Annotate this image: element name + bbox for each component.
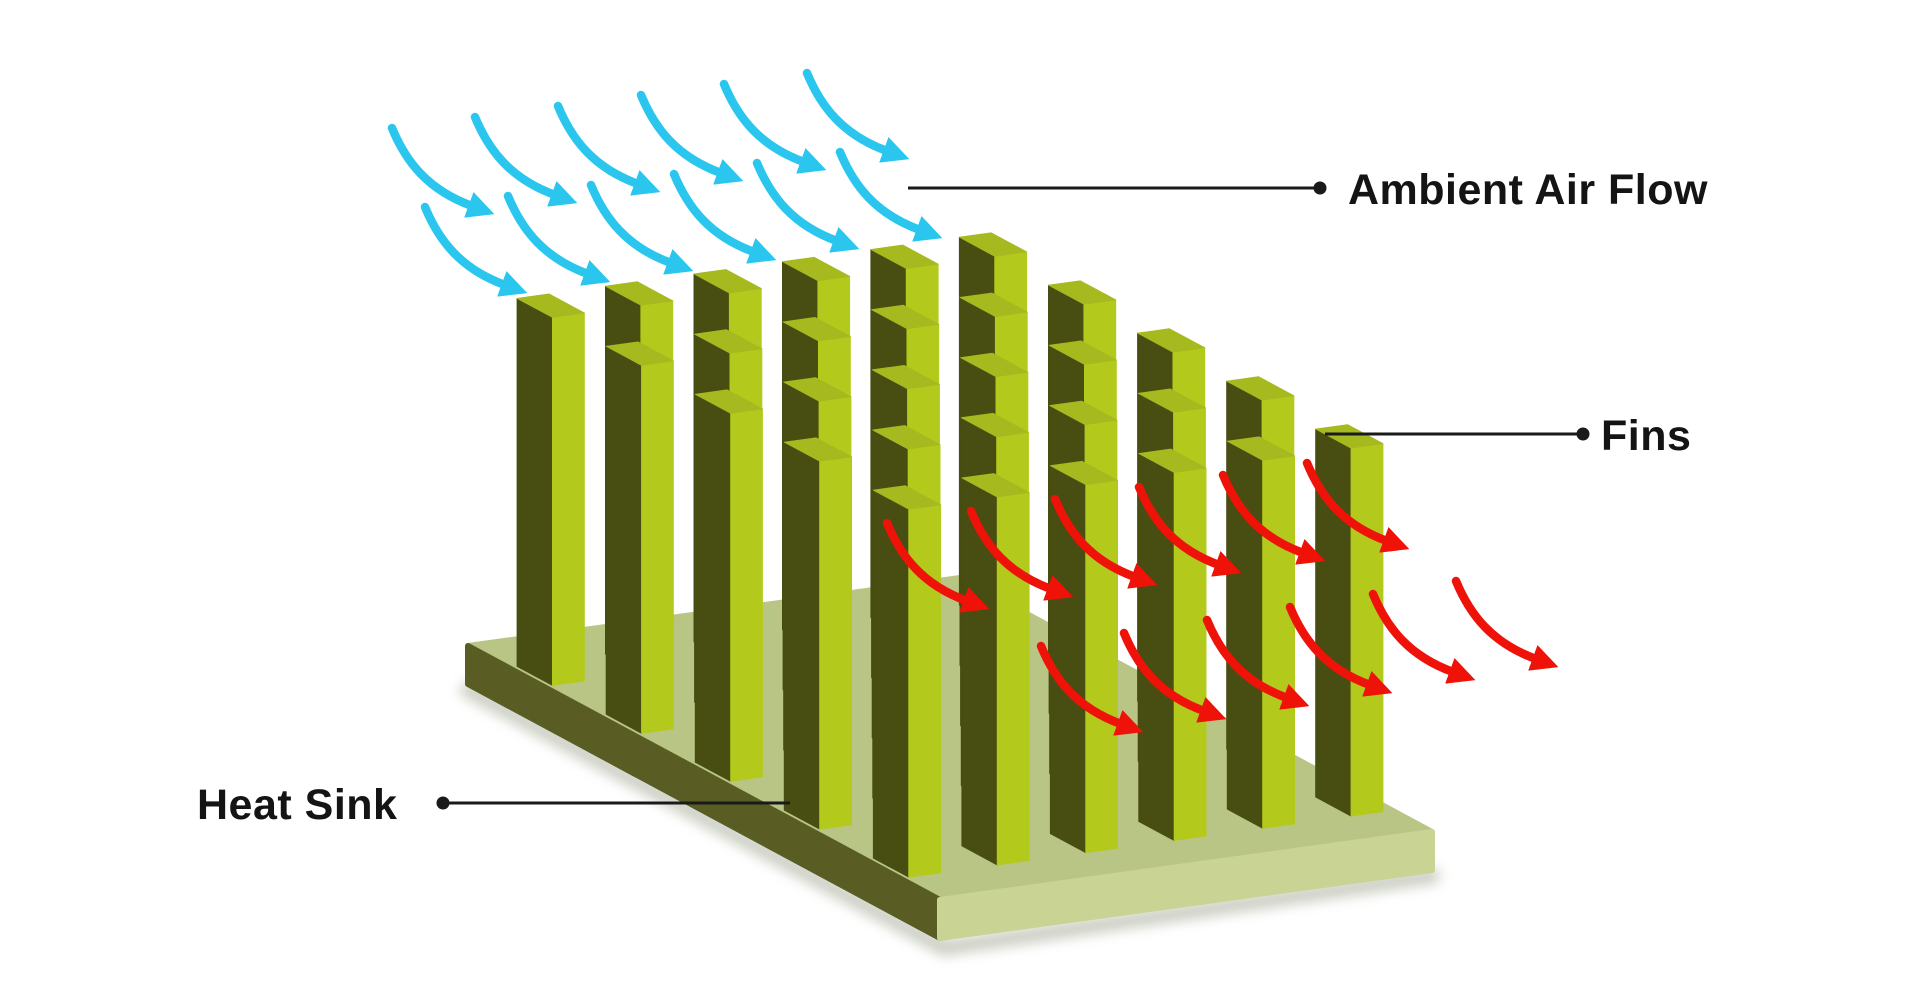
pin-top-face <box>872 485 942 510</box>
ambient-airflow-arrow <box>835 147 943 242</box>
pin-top-face <box>961 473 1030 498</box>
pin-top-face <box>1137 328 1206 353</box>
pin-left-face <box>783 441 820 830</box>
ambient-airflow-arrow <box>470 112 578 207</box>
pin-fin <box>1138 448 1207 841</box>
base-front-face <box>937 829 1435 941</box>
ambient-airflow-arrows <box>387 68 943 297</box>
pin-fin <box>1315 424 1384 817</box>
pin-top-face <box>605 341 674 366</box>
label-dot-ambient <box>1313 181 1327 195</box>
pin-fin <box>1226 436 1295 829</box>
label-dot-fins <box>1576 427 1590 441</box>
pin-right-face <box>1173 467 1207 841</box>
pin-fin <box>783 437 852 830</box>
pin-top-face <box>1048 280 1117 305</box>
pin-right-face <box>819 456 852 830</box>
pin-top-face <box>782 316 851 342</box>
pin-fin <box>694 389 763 782</box>
heated-airflow-arrow <box>966 506 1074 601</box>
pin-fin-array <box>516 232 1384 878</box>
pin-top-face <box>1049 400 1118 426</box>
pin-top-face <box>1226 376 1295 401</box>
pin-top-face <box>694 329 763 354</box>
pin-top-face <box>1049 460 1118 486</box>
pin-right-face <box>996 492 1030 866</box>
pin-top-face <box>960 352 1029 378</box>
pin-top-face <box>870 244 939 269</box>
pin-fin <box>961 473 1030 866</box>
pin-right-face <box>641 360 674 734</box>
pin-top-face <box>960 412 1029 438</box>
ambient-airflow-arrow <box>553 101 661 196</box>
heated-airflow-arrow <box>1036 641 1144 736</box>
ambient-airflow-arrow <box>752 158 860 253</box>
pin-fin <box>872 485 942 878</box>
pin-top-face <box>871 364 940 390</box>
heated-airflow-arrow <box>882 518 990 613</box>
label-leaders <box>436 181 1590 810</box>
pin-top-face <box>783 377 852 402</box>
ambient-airflow-arrow <box>802 68 910 163</box>
ambient-airflow-arrow <box>586 180 694 275</box>
heated-airflow-arrow <box>1119 628 1227 723</box>
pin-left-face <box>605 345 642 734</box>
pin-top-face <box>693 269 762 294</box>
heated-airflow-arrow <box>1451 576 1559 671</box>
ambient-airflow-arrow <box>719 79 827 174</box>
pin-top-face <box>516 293 585 318</box>
heated-airflow-arrow <box>1134 482 1242 577</box>
pin-top-face <box>958 232 1028 257</box>
pin-top-face <box>1137 388 1206 413</box>
pin-fin <box>516 293 585 686</box>
pin-top-face <box>871 304 940 330</box>
label-heat-sink: Heat Sink <box>197 781 398 829</box>
heated-airflow-arrow <box>1218 470 1326 565</box>
ambient-airflow-arrow <box>420 202 528 297</box>
leader-ambient <box>908 181 1327 195</box>
pin-fin <box>1049 460 1118 854</box>
pin-left-face <box>516 297 553 686</box>
pin-top-face <box>1315 424 1384 449</box>
pin-top-face <box>1226 436 1295 461</box>
pin-top-face <box>605 281 674 306</box>
pin-left-face <box>694 393 731 782</box>
leader-fins <box>1325 427 1590 441</box>
pin-right-face <box>730 408 763 782</box>
leader-heat_sink <box>436 796 790 810</box>
heated-airflow-arrow <box>1285 602 1393 697</box>
pin-right-face <box>1085 479 1118 854</box>
heated-airflow-arrows <box>882 458 1559 736</box>
pin-top-face <box>1048 340 1117 365</box>
ambient-airflow-arrow <box>387 123 495 218</box>
ambient-airflow-arrow <box>503 191 611 286</box>
pin-right-face <box>552 312 585 686</box>
label-ambient-air-flow: Ambient Air Flow <box>1348 166 1708 214</box>
label-fins: Fins <box>1601 412 1692 460</box>
pin-top-face <box>694 389 763 414</box>
heated-airflow-arrow <box>1050 494 1158 589</box>
pin-top-face <box>959 292 1028 317</box>
heat-sink-shadow <box>460 682 1440 957</box>
pin-top-face <box>872 425 941 450</box>
pin-right-face <box>1350 443 1384 817</box>
ambient-airflow-arrow <box>636 90 744 185</box>
pin-fin <box>605 341 674 734</box>
heated-airflow-arrow <box>1368 589 1476 684</box>
heated-airflow-arrow <box>1202 615 1310 710</box>
heated-airflow-arrow <box>1302 458 1410 553</box>
pin-right-face <box>1262 455 1295 829</box>
pin-top-face <box>1138 448 1207 473</box>
ambient-airflow-arrow <box>669 169 777 264</box>
label-dot-heat_sink <box>436 796 450 810</box>
pin-top-face <box>783 437 852 462</box>
pin-top-face <box>782 256 851 282</box>
